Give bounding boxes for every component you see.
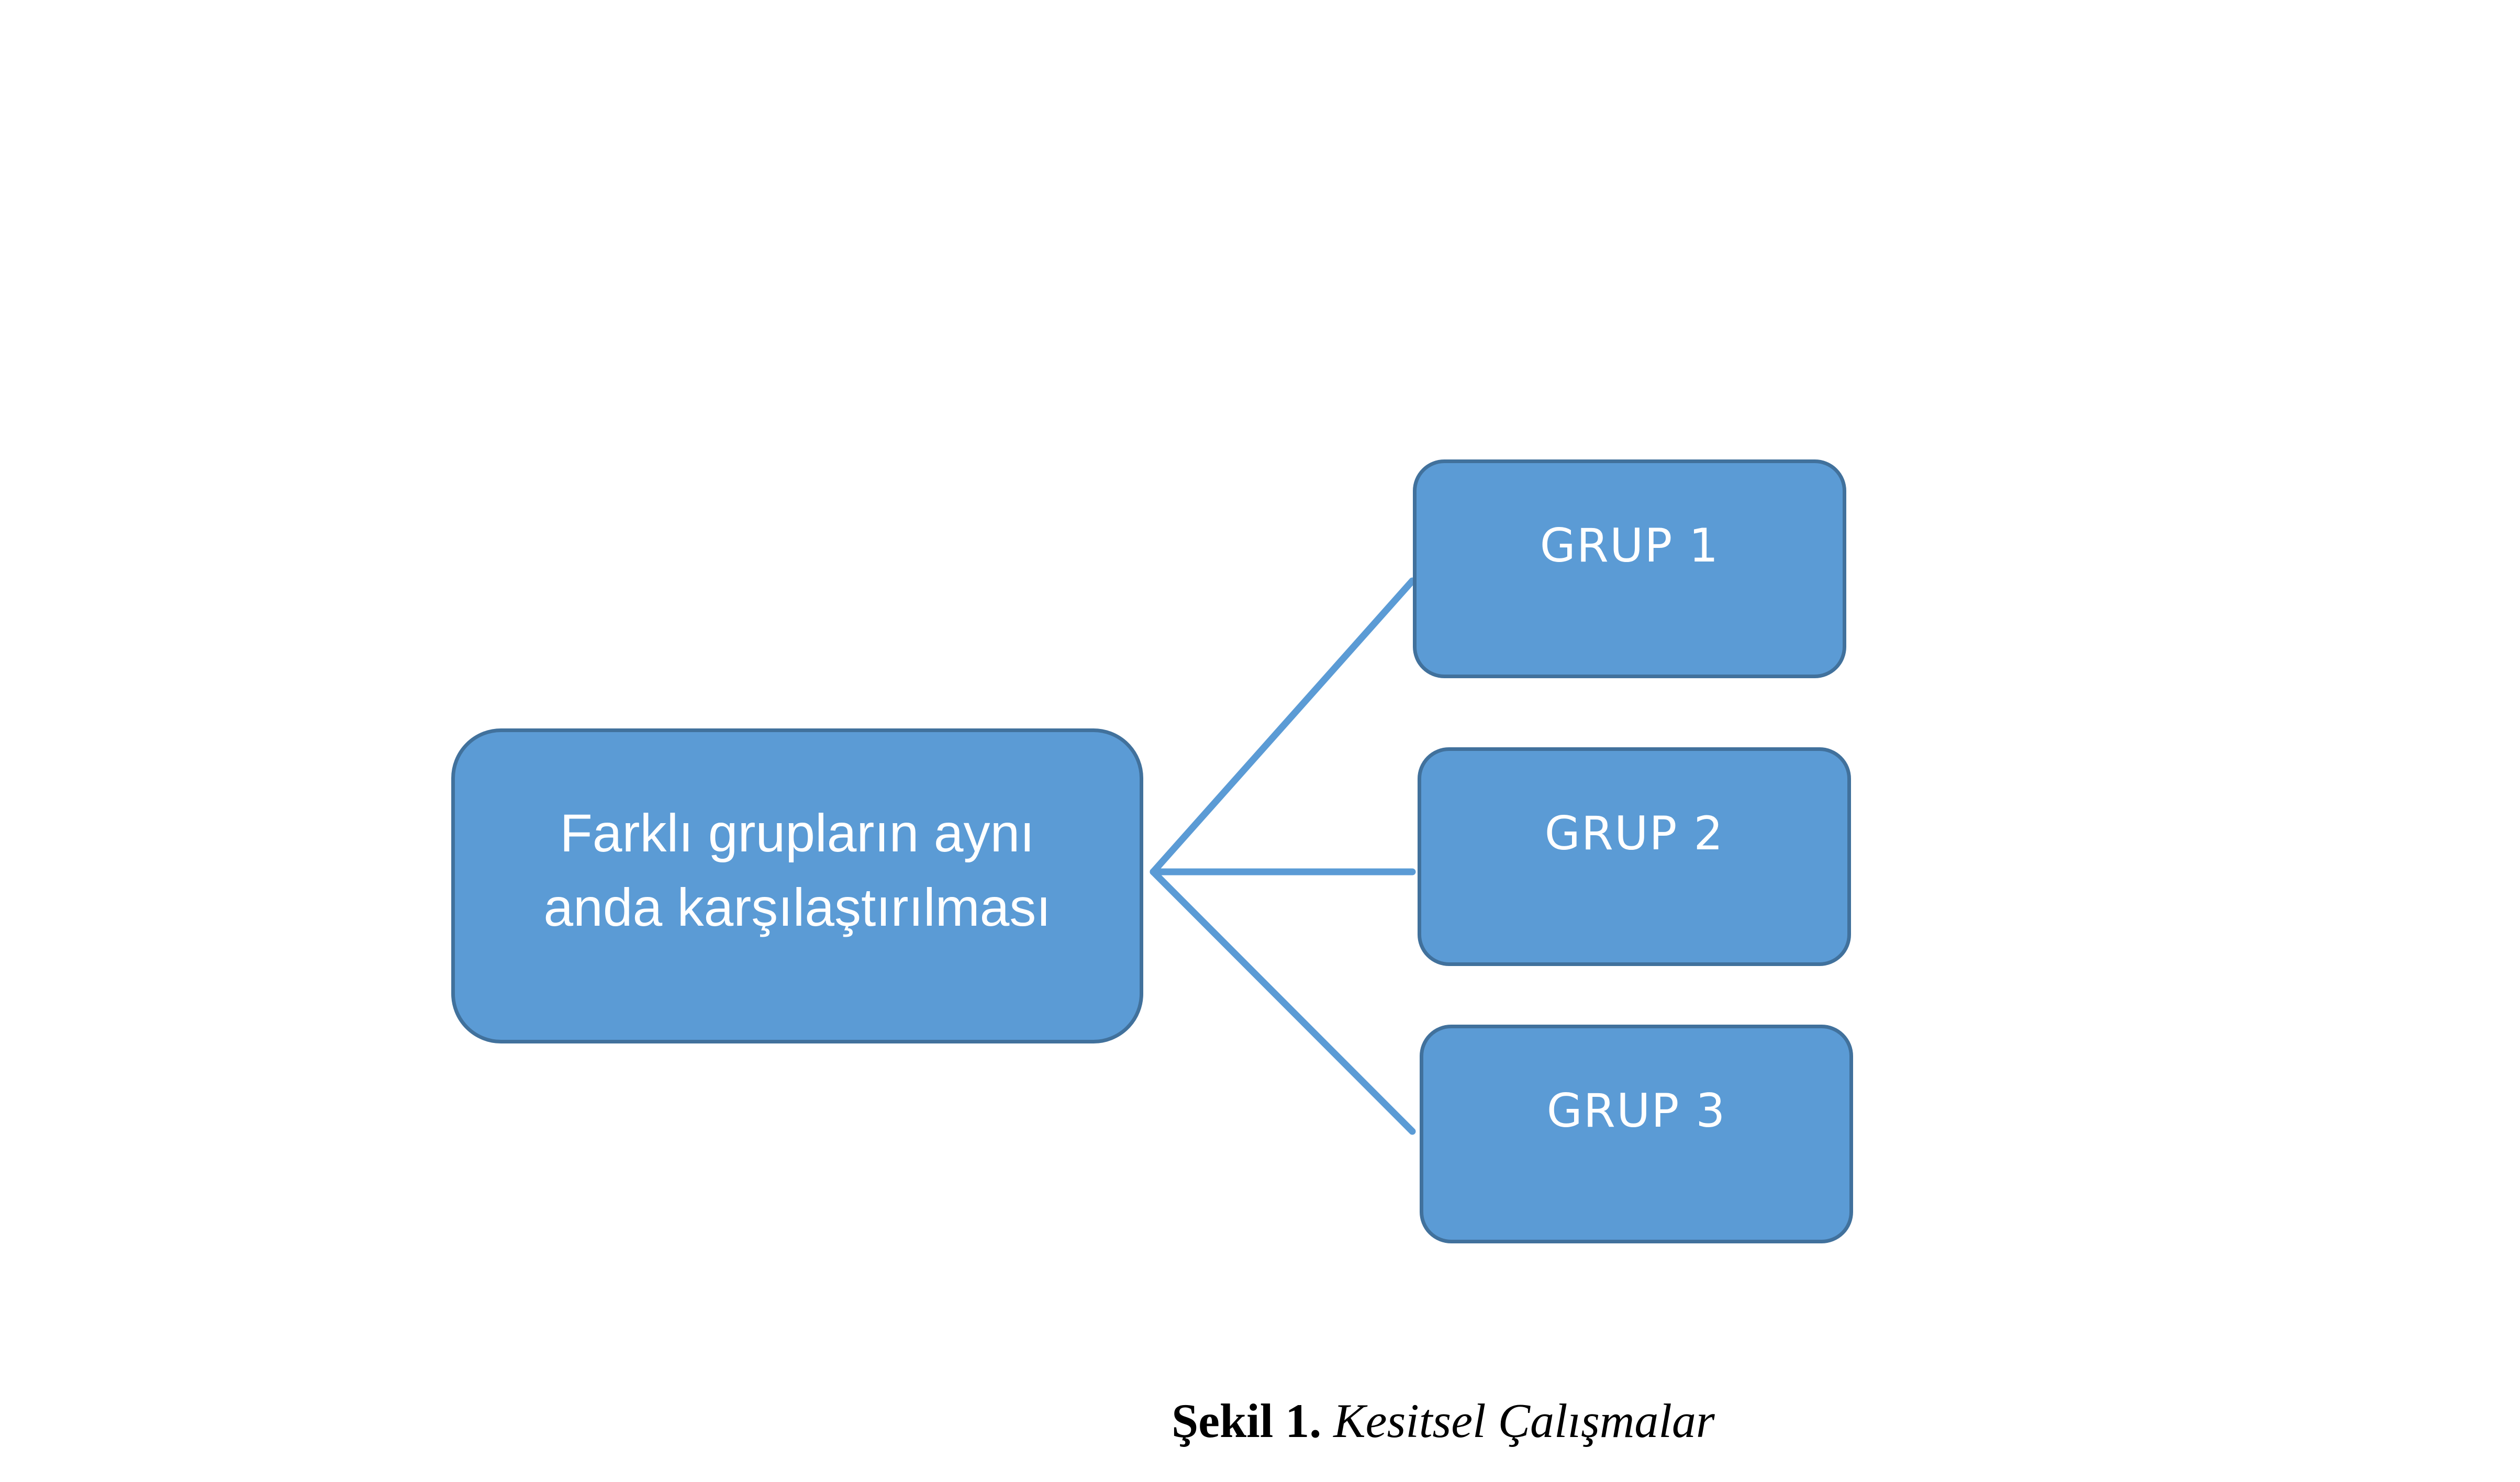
group-node-1: GRUP 1 bbox=[1413, 459, 1846, 678]
group-node-2-label: GRUP 2 bbox=[1544, 806, 1724, 860]
group-node-2: GRUP 2 bbox=[1418, 747, 1851, 966]
group-node-3-label: GRUP 3 bbox=[1546, 1084, 1726, 1138]
connector-to-group-3 bbox=[1150, 868, 1416, 1135]
figure-caption: Şekil 1. Kesitsel Çalışmalar bbox=[1172, 1389, 1715, 1452]
group-node-3: GRUP 3 bbox=[1420, 1025, 1853, 1243]
main-node: Farklı grupların aynı anda karşılaştırıl… bbox=[451, 728, 1143, 1043]
group-node-1-label: GRUP 1 bbox=[1540, 519, 1720, 572]
figure-caption-label: Şekil 1. bbox=[1172, 1394, 1322, 1447]
connector-to-group-1 bbox=[1150, 577, 1416, 875]
main-node-label: Farklı grupların aynı anda karşılaştırıl… bbox=[543, 803, 1051, 937]
figure-caption-title: Kesitsel Çalışmalar bbox=[1333, 1394, 1715, 1447]
